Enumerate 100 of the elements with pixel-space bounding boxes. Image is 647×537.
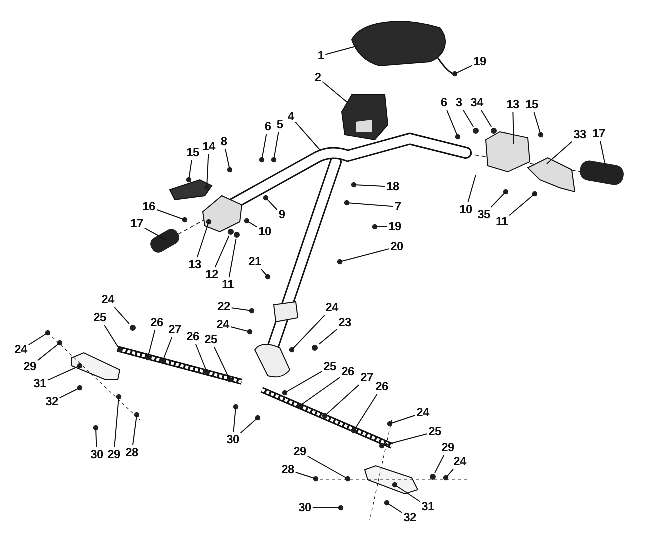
leader-line: [534, 112, 542, 136]
callout-number: 24: [216, 318, 230, 332]
leader-line: [196, 222, 210, 258]
leader-line: [261, 269, 268, 278]
callout-number: 29: [24, 360, 36, 374]
callout-number: 1: [318, 50, 324, 62]
leader-line: [47, 366, 80, 381]
callout-number: 6: [440, 96, 448, 110]
leader-line: [346, 202, 394, 208]
callout-number: 19: [474, 56, 486, 68]
callout-number: 11: [496, 216, 508, 228]
fastener-part: [228, 229, 234, 235]
leader-line: [37, 342, 60, 362]
fastener-part: [491, 128, 497, 134]
callout-number: 32: [46, 396, 58, 408]
callout-number: 28: [282, 464, 294, 476]
callout-number: 2: [314, 72, 322, 84]
callout-number: 18: [386, 180, 400, 194]
leader-line: [509, 194, 536, 216]
leader-line: [262, 134, 268, 160]
leader-line: [214, 347, 230, 380]
leader-line: [446, 469, 454, 478]
leader-line: [132, 414, 138, 446]
callout-number: 8: [220, 136, 228, 148]
leader-line: [463, 110, 474, 128]
callout-number: 27: [168, 324, 182, 336]
leader-line: [284, 371, 323, 394]
leader-line: [266, 198, 278, 211]
callout-number: 22: [218, 300, 230, 314]
callout-number: 26: [342, 366, 354, 378]
callout-number: 25: [94, 312, 106, 324]
leader-line: [114, 307, 130, 324]
leader-line: [292, 315, 326, 350]
leader-line: [490, 192, 506, 208]
callout-number: 35: [478, 208, 490, 222]
callout-number: 15: [526, 98, 538, 112]
leader-line: [59, 388, 80, 399]
leader-line: [104, 325, 120, 350]
leader-line: [114, 396, 120, 448]
callout-number: 5: [276, 118, 284, 132]
callout-number: 25: [428, 426, 442, 438]
leader-line: [434, 455, 445, 474]
leader-line: [390, 415, 416, 424]
leader-line: [600, 141, 606, 168]
leader-line: [340, 248, 390, 262]
callout-number: 15: [186, 146, 200, 160]
fastener-part: [234, 232, 240, 238]
callout-number: 34: [470, 96, 484, 110]
leader-line: [295, 472, 316, 480]
leader-line: [162, 337, 173, 362]
leader-line: [156, 209, 186, 220]
leader-line: [307, 456, 348, 480]
callout-number: 9: [278, 208, 286, 222]
callout-number: 29: [442, 442, 454, 454]
leader-line: [300, 377, 341, 406]
callout-number: 24: [416, 406, 430, 420]
leader-line: [322, 81, 348, 104]
leader-line: [231, 308, 252, 312]
callout-number: 24: [326, 302, 338, 314]
callout-number: 7: [394, 200, 402, 214]
leader-line: [454, 65, 473, 74]
fastener-part: [473, 128, 479, 134]
callout-number: 4: [288, 110, 294, 124]
callout-number: 30: [90, 448, 104, 462]
callout-number: 29: [294, 446, 306, 458]
callout-number: 23: [338, 316, 352, 330]
leader-line: [386, 502, 403, 514]
callout-number: 31: [422, 500, 434, 514]
leader-line: [206, 154, 210, 188]
leader-line: [324, 384, 360, 416]
leader-line: [325, 46, 358, 56]
callout-number: 25: [204, 334, 218, 346]
callout-number: 17: [592, 128, 606, 140]
callout-number: 26: [150, 316, 164, 330]
leader-line: [233, 406, 236, 433]
leader-line: [246, 220, 258, 228]
callout-number: 21: [248, 256, 262, 268]
callout-number: 3: [456, 96, 462, 110]
callout-number: 17: [130, 218, 144, 230]
leader-line: [96, 428, 98, 448]
callout-number: 33: [574, 128, 586, 142]
leader-line: [196, 344, 208, 372]
callout-number: 6: [264, 120, 272, 134]
callout-number: 10: [258, 226, 272, 238]
leader-line: [240, 418, 258, 434]
leader-line: [481, 110, 492, 128]
callout-number: 10: [460, 204, 472, 216]
callout-number: 27: [360, 372, 374, 384]
leader-line: [382, 434, 428, 446]
leader-line: [148, 330, 156, 358]
leader-line: [394, 484, 421, 502]
callout-number: 11: [222, 278, 234, 292]
callout-number: 14: [202, 140, 216, 154]
leader-line: [144, 228, 166, 240]
callout-number: 26: [376, 380, 388, 394]
leader-line: [214, 236, 230, 268]
callout-number: 24: [454, 456, 466, 468]
callout-number: 13: [188, 258, 202, 272]
callout-number: 31: [34, 378, 46, 390]
callout-number: 12: [206, 268, 218, 282]
